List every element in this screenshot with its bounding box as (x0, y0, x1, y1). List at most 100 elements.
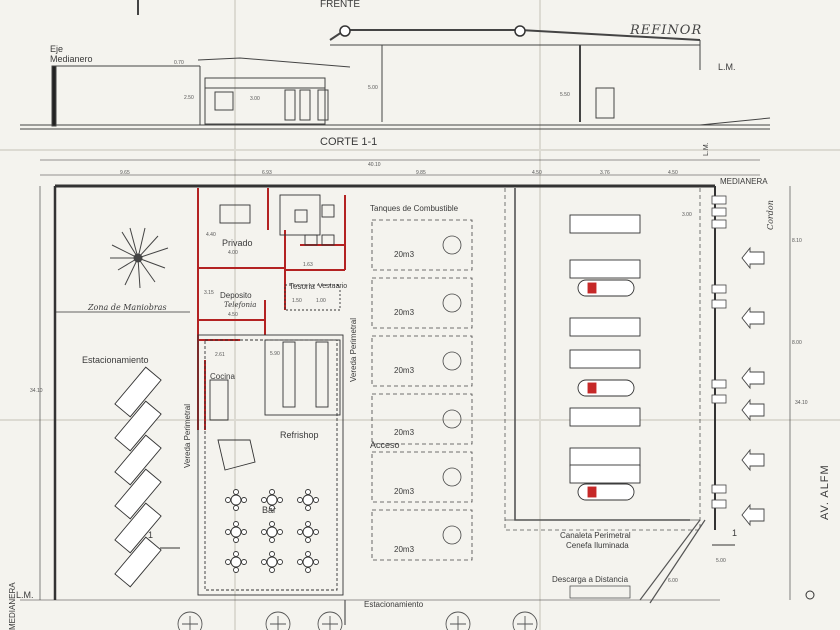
label-vestuario: Vestuario (318, 283, 348, 290)
bar-table (230, 556, 242, 568)
label-tanques: Tanques de Combustible (370, 204, 459, 213)
bar-chair (277, 559, 283, 565)
bar-table (302, 526, 314, 538)
parking-stall (114, 468, 162, 520)
dim-misc: 2.61 (215, 352, 225, 358)
dim-seg: 9.85 (416, 170, 426, 176)
dim-overall: 40.10 (368, 162, 381, 168)
tree-branch (450, 616, 466, 630)
tank-label: 20m3 (394, 250, 415, 259)
label-vereda-left: Vereda Perimetral (183, 403, 192, 468)
bar-chair (233, 489, 239, 495)
curb-stub (711, 195, 727, 205)
dim-seg: 4.50 (532, 170, 542, 176)
tree-icon (317, 611, 343, 630)
label-refrishop: Refrishop (280, 430, 319, 440)
label-cocina: Cocina (210, 372, 235, 381)
bar-chair (241, 497, 247, 503)
palm-tree (110, 227, 169, 289)
dim-misc: 5.00 (716, 558, 726, 564)
brand-refinor: REFINOR (630, 23, 703, 38)
pump-island (569, 349, 641, 369)
bar-chair (269, 537, 275, 543)
label-acceso: Acceso (370, 440, 400, 450)
tank-manhole (442, 351, 462, 371)
dim-right-height: 34.10 (795, 400, 808, 406)
section-dim: 0.70 (174, 60, 184, 66)
section-dim: 2.50 (184, 95, 194, 101)
dim-misc: 8.00 (792, 340, 802, 346)
tank-manhole (442, 293, 462, 313)
arrow-icon (741, 246, 765, 270)
section-dim: 5.00 (368, 85, 378, 91)
arrow-icon (741, 503, 765, 527)
dispenser-marker (587, 486, 597, 498)
dim-misc: 5.90 (270, 351, 280, 357)
tree-icon (177, 611, 203, 630)
label-deposito: Deposito (220, 291, 252, 300)
bar-chair (233, 537, 239, 543)
dim-misc: 4.40 (206, 232, 216, 238)
label-cordon: Cordon (766, 200, 775, 230)
building-interior (197, 194, 344, 596)
section-markers (160, 544, 815, 600)
bar-table (230, 494, 242, 506)
bar-chair (297, 529, 303, 535)
tank-manhole (442, 409, 462, 429)
label-lm-right: L.M. (703, 142, 710, 156)
bar-chair (225, 559, 231, 565)
section-mark-left: 1 (148, 530, 154, 540)
dim-left-height: 34.10 (30, 388, 43, 394)
dim-misc: 1.00 (316, 298, 326, 304)
section-corte (20, 0, 771, 130)
arrow-icon (741, 398, 765, 422)
pump-island (569, 464, 641, 484)
bar-chair (269, 567, 275, 573)
curb-stub (711, 284, 727, 294)
fuel-tank (371, 393, 473, 445)
bar-chair (297, 497, 303, 503)
street-trees (177, 611, 538, 630)
tank-manhole (442, 235, 462, 255)
bar-chair (241, 559, 247, 565)
label-lm-left: L.M. (16, 590, 34, 600)
tank-label: 20m3 (394, 487, 415, 496)
dim-seg: 4.50 (668, 170, 678, 176)
fuel-dispenser (577, 483, 635, 501)
tree-branch (517, 616, 533, 630)
dispenser-marker (587, 382, 597, 394)
dim-seg: 6.93 (262, 170, 272, 176)
pump-island (569, 259, 641, 279)
fuel-tanks (371, 219, 473, 561)
bar-chair (277, 529, 283, 535)
bar-chair (313, 559, 319, 565)
bar-chair (313, 529, 319, 535)
parking-stalls (114, 366, 162, 588)
section-title: CORTE 1-1 (320, 136, 378, 148)
bar-chair (269, 551, 275, 557)
bar-chair (305, 551, 311, 557)
bar-chair (233, 551, 239, 557)
arrow-icon (741, 306, 765, 330)
pump-island (569, 317, 641, 337)
bar-chair (305, 537, 311, 543)
tree-branch (270, 616, 286, 630)
label-estacionamiento-left: Estacionamiento (82, 355, 149, 365)
dim-seg: 3.76 (600, 170, 610, 176)
bar-chair (225, 497, 231, 503)
tree-icon (512, 611, 538, 630)
plan-outline (20, 159, 791, 601)
label-estacionamiento-bottom: Estacionamiento (364, 600, 424, 609)
bar-chair (305, 521, 311, 527)
dim-misc: 4.00 (228, 250, 238, 256)
pump-island (569, 407, 641, 427)
bar-chair (313, 497, 319, 503)
dim-misc: 1.50 (292, 298, 302, 304)
dim-seg: 9.65 (120, 170, 130, 176)
tank-label: 20m3 (394, 428, 415, 437)
bar-chair (261, 559, 267, 565)
bar-chair (261, 529, 267, 535)
label-lm-top: L.M. (718, 62, 736, 72)
bar-table (302, 556, 314, 568)
bar-chair (269, 521, 275, 527)
